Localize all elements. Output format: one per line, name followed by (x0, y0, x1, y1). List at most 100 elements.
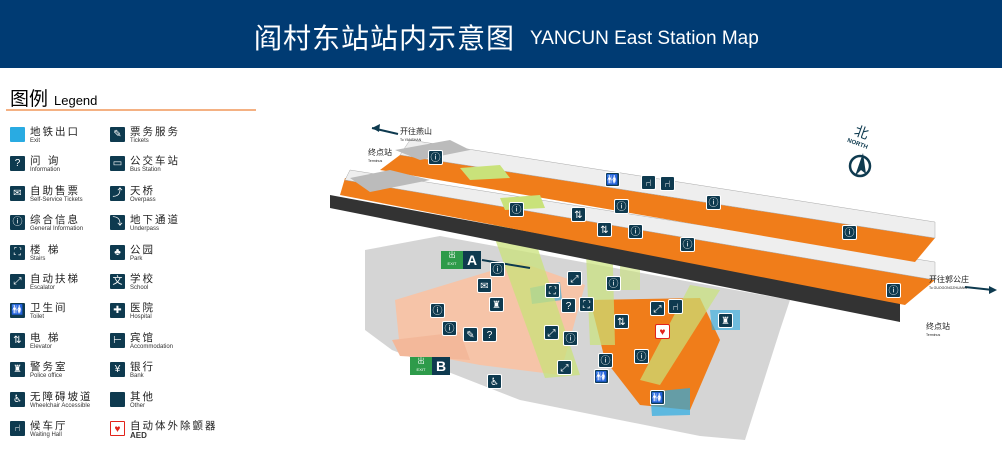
stair-shaft (640, 285, 720, 385)
stairs-icon[interactable]: ⛶ (579, 297, 594, 312)
ticket-service-icon: ✎ (110, 127, 125, 142)
exit-b-area (392, 332, 470, 360)
info-icon[interactable]: ⓘ (563, 331, 578, 346)
info-icon[interactable]: ⓘ (886, 283, 901, 298)
info-icon[interactable]: ⓘ (842, 225, 857, 240)
stairs-icon: ⛶ (10, 244, 25, 260)
info-icon[interactable]: ⓘ (706, 195, 721, 210)
legend-label: 电 梯 (30, 331, 61, 344)
ticket-service-icon[interactable]: ✎ (463, 327, 478, 342)
info-icon[interactable]: ⓘ (634, 349, 649, 364)
waiting-hall-icon[interactable]: ⑁ (668, 299, 683, 314)
legend-label-en: Bus Station (130, 167, 161, 174)
escalator-icon[interactable]: ⤢ (544, 325, 559, 340)
legend-label-en: Stairs (30, 255, 46, 262)
exit-square (10, 127, 25, 142)
ticket-machine-icon: ✉ (10, 185, 25, 201)
escalator-icon[interactable]: ⤢ (567, 271, 582, 286)
legend-label: 票务服务 (130, 126, 180, 138)
legend-label: 警务室 (30, 361, 68, 374)
platform-upper (380, 155, 935, 262)
legend-label: 银行 (130, 361, 155, 374)
police-icon[interactable]: ♜ (489, 297, 504, 312)
legend-label-en: Escalator (30, 285, 56, 291)
legend-label: 自助售票 (30, 184, 80, 197)
elevator-icon[interactable]: ⇅ (614, 314, 629, 329)
waiting-hall-icon[interactable]: ⑁ (660, 176, 675, 191)
legend-label: 自动扶梯 (30, 273, 80, 285)
info-icon[interactable]: ⓘ (509, 202, 524, 217)
question-icon[interactable]: ? (482, 327, 497, 342)
legend-label: 问 询 (30, 155, 61, 168)
info-icon[interactable]: ⓘ (490, 262, 505, 277)
info-icon[interactable]: ⓘ (614, 199, 629, 214)
legend-label: 学校 (130, 273, 155, 285)
platform-lower (340, 178, 935, 305)
legend-label: 卫生间 (30, 302, 68, 315)
compass-icon (848, 154, 872, 178)
ticket-machine-icon[interactable]: ✉ (477, 278, 492, 293)
legend-label-en: General Information (30, 226, 84, 233)
elevator-icon[interactable]: ⇅ (571, 207, 586, 222)
info-icon[interactable]: ⓘ (442, 321, 457, 336)
info-icon[interactable]: ⓘ (428, 150, 443, 165)
bus-icon: ▭ (110, 156, 125, 172)
legend-divider (6, 109, 256, 111)
legend-label-en: Hospital (130, 314, 152, 321)
toilet-icon[interactable]: 🚻 (605, 172, 620, 187)
legend-label: 地下通道 (130, 214, 180, 227)
aed-icon[interactable]: ♥ (655, 324, 670, 339)
info-icon[interactable]: ⓘ (680, 237, 695, 252)
waiting-hall-icon: ⑁ (10, 421, 25, 436)
escalator-icon[interactable]: ⤢ (650, 301, 665, 316)
info-icon[interactable]: ⓘ (628, 224, 643, 239)
legend-label: 其他 (130, 390, 155, 403)
legend-label: 医院 (130, 302, 155, 315)
legend-label-en: Wheelchair Accessible (30, 402, 91, 409)
legend-label-en: Elevator (30, 343, 53, 350)
waiting-hall-icon[interactable]: ⑁ (641, 175, 656, 190)
bed-icon: ⊢ (110, 332, 125, 348)
legend-label: 楼 梯 (30, 243, 61, 256)
info-icon[interactable]: ⓘ (598, 353, 613, 368)
toilet-icon[interactable]: 🚻 (594, 369, 609, 384)
legend-label-en: Other (130, 402, 146, 409)
question-icon: ? (10, 156, 25, 172)
escalator-icon: ⤢ (10, 274, 25, 289)
legend-label: 天桥 (130, 184, 155, 197)
arrow-head (372, 124, 380, 132)
escalator-icon[interactable]: ⤢ (557, 360, 572, 375)
stairs-icon[interactable]: ⛶ (545, 283, 560, 298)
info-icon[interactable]: ⓘ (606, 276, 621, 291)
legend-label-en: Underpass (130, 226, 160, 233)
wheelchair-icon[interactable]: ♿ (487, 374, 502, 389)
canopy (350, 170, 430, 192)
stair (460, 165, 510, 180)
toilet-icon: 🚻 (10, 303, 25, 319)
toilet-icon[interactable]: 🚻 (650, 390, 665, 405)
question-icon[interactable]: ? (561, 298, 576, 313)
police-icon[interactable]: ♜ (718, 313, 733, 328)
legend-label: 自动体外除颤器 (130, 420, 218, 432)
legend-label: 宾馆 (130, 331, 155, 344)
legend-label-en: Park (130, 255, 143, 262)
info-icon: ⓘ (10, 215, 25, 231)
park-icon: ♣ (110, 244, 125, 260)
legend-label: 综合信息 (30, 214, 80, 227)
info-icon[interactable]: ⓘ (430, 303, 445, 318)
elevator-icon[interactable]: ⇅ (597, 222, 612, 237)
